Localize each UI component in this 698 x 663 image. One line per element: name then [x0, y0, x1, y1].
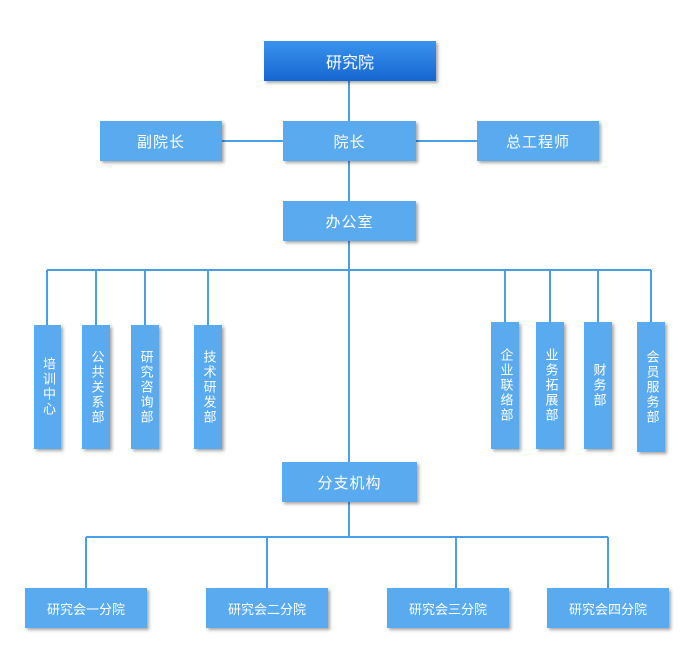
department-label: 研究咨询部	[137, 349, 153, 425]
sub-branch-node: 研究会三分院	[387, 588, 509, 628]
department-label: 会员服务部	[643, 349, 659, 425]
office-node: 办公室	[283, 201, 416, 241]
department-node: 研究咨询部	[131, 325, 159, 449]
department-node: 培训中心	[34, 325, 61, 449]
institute-node: 研究院	[264, 41, 436, 81]
department-label: 企业联络部	[497, 348, 513, 423]
sub-branch-node: 研究会二分院	[206, 588, 328, 628]
department-label: 技术研发部	[200, 349, 216, 425]
deputy-director-node: 副院长	[100, 121, 222, 161]
department-label: 培训中心	[40, 357, 55, 417]
department-node: 公共关系部	[82, 325, 110, 449]
department-label: 业务拓展部	[542, 348, 558, 423]
department-node: 财务部	[584, 322, 612, 449]
director-node: 院长	[283, 121, 416, 161]
branch-node: 分支机构	[282, 462, 417, 502]
department-node: 业务拓展部	[536, 322, 564, 449]
sub-branch-node: 研究会四分院	[547, 588, 669, 628]
department-node: 会员服务部	[637, 322, 665, 452]
department-node: 技术研发部	[194, 325, 222, 449]
department-node: 企业联络部	[491, 322, 519, 449]
department-label: 公共关系部	[88, 349, 104, 425]
chief-engineer-node: 总工程师	[477, 121, 599, 161]
sub-branch-node: 研究会一分院	[25, 588, 147, 628]
department-label: 财务部	[590, 363, 606, 408]
